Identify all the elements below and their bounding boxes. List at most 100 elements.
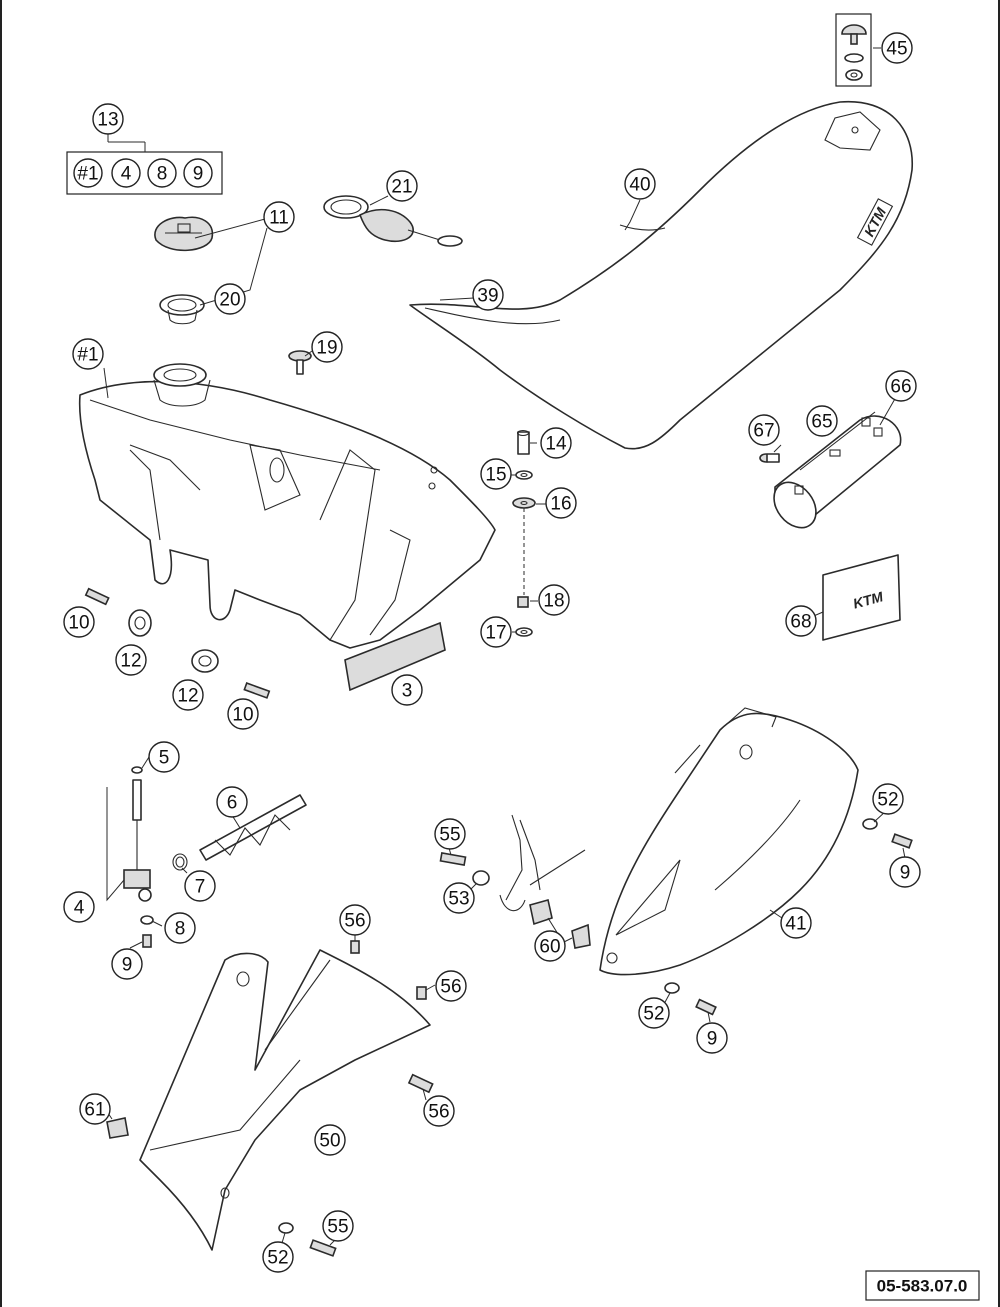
callout-40[interactable]: 40 [624, 168, 656, 200]
hose-clamp-part[interactable] [172, 853, 188, 871]
clip-60a-part[interactable] [529, 899, 553, 926]
callout-label: 41 [785, 914, 806, 935]
callout-circle [184, 870, 216, 902]
washer-52a-part[interactable] [862, 818, 878, 830]
screw-10b-part[interactable] [243, 682, 271, 699]
callout-52b[interactable]: 52 [638, 997, 670, 1029]
callout-52a[interactable]: 52 [872, 783, 904, 815]
callout-label: 19 [316, 338, 337, 359]
callout-17[interactable]: 17 [480, 616, 512, 648]
callout-50[interactable]: 50 [314, 1124, 346, 1156]
callout-3[interactable]: 3 [391, 674, 423, 706]
fuel-hose-part[interactable] [199, 794, 307, 861]
callout-7[interactable]: 7 [184, 870, 216, 902]
callout-16[interactable]: 16 [545, 487, 577, 519]
fuel-cap-part[interactable] [154, 216, 214, 252]
kit-member[interactable]: #1 [73, 158, 103, 188]
cap-assembly-45[interactable] [835, 13, 872, 87]
spacer-12a-part[interactable] [128, 609, 152, 637]
callout-56a[interactable]: 56 [339, 904, 371, 936]
callout-18[interactable]: 18 [538, 584, 570, 616]
frame-bracket-part[interactable] [499, 814, 586, 912]
screw-67-part[interactable] [759, 453, 780, 463]
callout-10a[interactable]: 10 [63, 606, 95, 638]
screw-9c-part[interactable] [695, 998, 717, 1016]
callout-65[interactable]: 65 [806, 405, 838, 437]
callout-circle [885, 370, 917, 402]
callout-9c[interactable]: 9 [696, 1022, 728, 1054]
callout-8[interactable]: 8 [164, 912, 196, 944]
callout-circle [435, 970, 467, 1002]
side-cover-41-part[interactable] [599, 707, 859, 976]
kit-member[interactable]: 4 [111, 158, 141, 188]
callout-13[interactable]: 13 [92, 103, 124, 135]
callout-10b[interactable]: 10 [227, 698, 259, 730]
clip-61-part[interactable] [106, 1117, 129, 1139]
side-cover-50-part[interactable] [139, 949, 431, 1251]
callout-14[interactable]: 14 [540, 427, 572, 459]
callout-1[interactable]: #1 [72, 338, 104, 370]
callout-67[interactable]: 67 [748, 414, 780, 446]
callout-52c[interactable]: 52 [262, 1241, 294, 1273]
callout-label: 12 [177, 686, 198, 707]
screw-56c-part[interactable] [407, 1073, 434, 1094]
filler-ring-part[interactable] [159, 294, 205, 325]
screw-9a-part[interactable] [891, 833, 913, 849]
screw-55b-part[interactable] [309, 1239, 337, 1257]
callout-12b[interactable]: 12 [172, 679, 204, 711]
callout-60[interactable]: 60 [534, 930, 566, 962]
spacer-12b-part[interactable] [191, 649, 219, 673]
callout-6[interactable]: 6 [216, 786, 248, 818]
screw-56a-part[interactable] [350, 940, 360, 954]
callout-circle [806, 405, 838, 437]
grommet-53-part[interactable] [472, 870, 490, 886]
tool-bag-part[interactable] [765, 411, 902, 536]
callout-61[interactable]: 61 [79, 1093, 111, 1125]
callout-39[interactable]: 39 [472, 279, 504, 311]
tank-pad-part[interactable] [344, 621, 446, 692]
callout-19[interactable]: 19 [311, 331, 343, 363]
callout-label: 5 [159, 748, 170, 769]
callout-41[interactable]: 41 [780, 907, 812, 939]
kit-member-circle [147, 158, 177, 188]
callout-circle [534, 930, 566, 962]
callout-circle [434, 818, 466, 850]
callout-21[interactable]: 21 [386, 170, 418, 202]
callout-9a[interactable]: 9 [889, 856, 921, 888]
mount-stack-part[interactable] [512, 429, 536, 637]
washer-52b-part[interactable] [664, 982, 680, 994]
callout-5[interactable]: 5 [148, 741, 180, 773]
callout-11[interactable]: 11 [263, 201, 295, 233]
callout-45[interactable]: 45 [881, 32, 913, 64]
callout-15[interactable]: 15 [480, 458, 512, 490]
callout-55b[interactable]: 55 [322, 1210, 354, 1242]
callout-55a[interactable]: 55 [434, 818, 466, 850]
screw-10a-part[interactable] [84, 587, 110, 606]
screw-19-part[interactable] [288, 350, 312, 375]
callout-label: 13 [97, 110, 118, 131]
callout-56b[interactable]: 56 [435, 970, 467, 1002]
kit-member[interactable]: 9 [183, 158, 213, 188]
callout-label: 3 [402, 681, 413, 702]
screw-55a-part[interactable] [439, 852, 467, 866]
callout-9b[interactable]: 9 [111, 948, 143, 980]
clip-60b-part[interactable] [571, 923, 591, 949]
seat-part[interactable]: KTM [409, 100, 913, 450]
fuel-tank-part[interactable] [78, 363, 496, 649]
kit-member-label: #1 [77, 164, 98, 185]
callout-circle [322, 1210, 354, 1242]
callout-20[interactable]: 20 [214, 283, 246, 315]
decal-68-part[interactable]: KTM [822, 554, 901, 641]
kit-member[interactable]: 8 [147, 158, 177, 188]
callout-53[interactable]: 53 [443, 882, 475, 914]
callout-circle [391, 674, 423, 706]
callout-4[interactable]: 4 [63, 891, 95, 923]
fuel-tap-part[interactable] [106, 766, 154, 948]
callout-56c[interactable]: 56 [423, 1095, 455, 1127]
callout-66[interactable]: 66 [885, 370, 917, 402]
washer-52c-part[interactable] [278, 1222, 294, 1234]
screw-56b-part[interactable] [416, 986, 427, 1000]
callout-68[interactable]: 68 [785, 605, 817, 637]
gasket-strap-part[interactable] [323, 195, 463, 247]
callout-12a[interactable]: 12 [115, 644, 147, 676]
